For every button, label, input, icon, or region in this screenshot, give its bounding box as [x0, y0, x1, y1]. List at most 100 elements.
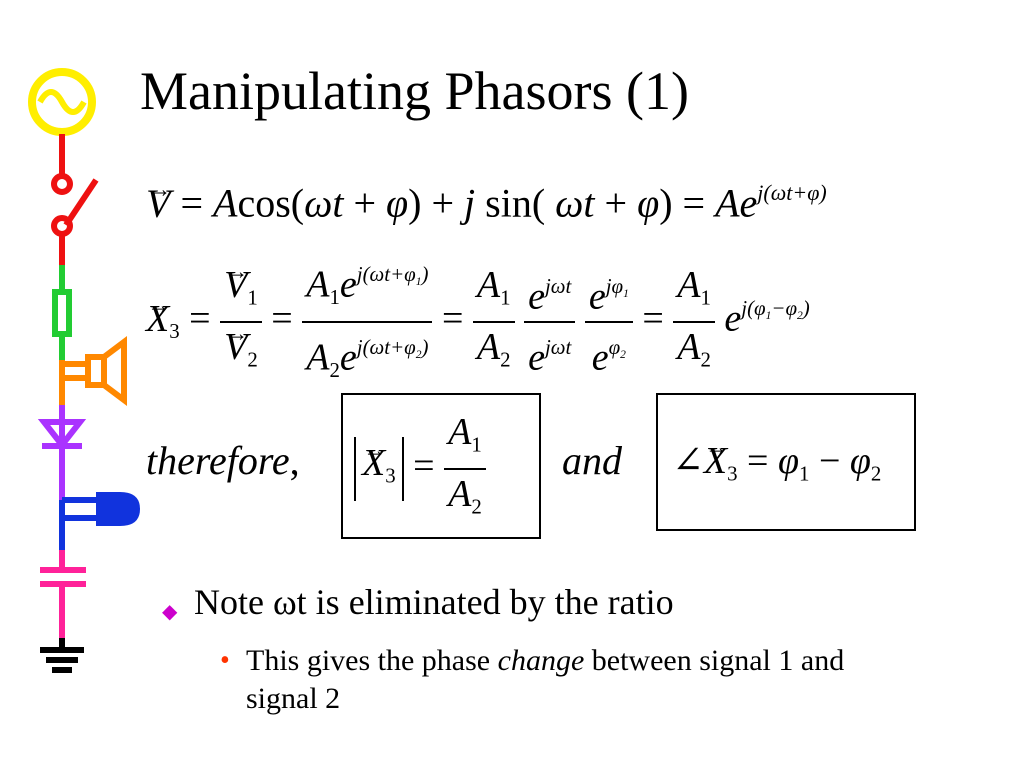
equals-2: =	[271, 297, 293, 340]
mag-x3: X	[362, 441, 385, 485]
plus-sign-2: +	[604, 180, 628, 226]
bullet-level-2-post: between signal 1 and signal 2	[246, 644, 845, 715]
vector-v2: V	[224, 325, 247, 369]
bullet-level-2-pre: This gives the phase	[246, 644, 498, 677]
a2-c: A	[677, 325, 701, 368]
e-base: e	[339, 263, 357, 306]
exp-final-sub2: 2	[797, 310, 803, 323]
exp-num-close: )	[421, 262, 429, 286]
phase-x3: X	[704, 436, 727, 486]
exponent-j-wt-phi: j(ωt+φ)	[757, 180, 827, 205]
equals-4: =	[642, 297, 664, 340]
fraction-ephi: ejφ1 eφ2	[584, 264, 633, 379]
exp-jwt-num: jωt	[544, 274, 572, 299]
a1-c-sub: 1	[700, 284, 711, 309]
plus-j: +	[431, 180, 465, 226]
a2: A	[306, 336, 330, 379]
bullet-level-1-text: Note ωt is eliminated by the ratio	[194, 582, 674, 622]
vector-v: V	[146, 179, 170, 229]
a2-b: A	[476, 325, 501, 368]
e-jphi1: e	[588, 275, 606, 318]
phase-equals: =	[747, 440, 769, 482]
a1-b: A	[476, 263, 501, 306]
mag-fraction: A1 A2	[444, 410, 486, 529]
mag-x3-sub: 3	[385, 463, 396, 488]
resistor-icon	[52, 265, 72, 360]
diamond-bullet-icon: ◆	[162, 601, 178, 623]
ae-term: Ae	[715, 180, 758, 226]
speaker-icon	[59, 336, 127, 406]
e-phi2: e	[591, 336, 609, 379]
phase-phi2-sub: 2	[870, 461, 882, 486]
phi: φ	[386, 180, 409, 226]
cos-function: cos(	[237, 180, 305, 226]
fraction-exponentials: A1ej(ωt+φ1) A2ej(ωt+φ2)	[302, 252, 433, 392]
a2-c-sub: 2	[700, 347, 711, 372]
equals-3: =	[441, 297, 464, 340]
mag-a2-sub: 2	[471, 494, 482, 519]
bullet-level-2-emphasis: change	[497, 644, 585, 677]
bullet-level-2: • This gives the phase change between si…	[220, 642, 886, 718]
magnitude-equation: X3 = A1 A2	[354, 410, 486, 529]
exp-jphi1-sub: 1	[623, 288, 629, 301]
exp-num-sub: 1	[415, 276, 422, 289]
mag-a1-sub: 1	[471, 432, 482, 457]
phase-minus: −	[818, 440, 841, 482]
mag-a1: A	[448, 411, 472, 453]
phase-result-box	[656, 393, 916, 531]
diode-icon	[37, 405, 87, 500]
x3-subscript: 3	[169, 319, 180, 344]
exp-final-sub1: 1	[765, 310, 772, 323]
phase-phi1: φ	[777, 440, 799, 482]
plus-sign: +	[353, 180, 376, 226]
imaginary-j: j	[464, 180, 476, 226]
fraction-a1-a2: A1 A2	[472, 263, 515, 382]
fraction-a1-a2-final: A1 A2	[673, 263, 715, 382]
exp-jphi1: jφ	[605, 274, 624, 299]
phase-x3-sub: 3	[727, 461, 738, 486]
bullet-level-1: ◆ Note ωt is eliminated by the ratio	[162, 580, 674, 624]
switch-icon	[51, 134, 99, 265]
equals-sign: =	[180, 180, 203, 226]
fraction-v1-v2: V1 V2	[220, 263, 262, 382]
a1-b-sub: 1	[500, 284, 511, 309]
magnitude-result-box	[341, 393, 541, 539]
exp-final-close: )	[802, 296, 810, 321]
angle-symbol: ∠	[672, 440, 704, 482]
phase-phi1-sub: 1	[798, 461, 810, 486]
mag-equals: =	[413, 445, 435, 488]
slide-title: Manipulating Phasors (1)	[140, 61, 689, 121]
exp-final-mid: −φ	[771, 296, 798, 321]
close-paren-2: )	[659, 180, 673, 226]
capacitor-icon	[40, 550, 86, 640]
e-jwt-den: e	[528, 336, 545, 379]
exp-den-close: )	[421, 334, 429, 359]
therefore-comma: ,	[289, 438, 300, 483]
omega-t: ωt	[304, 180, 344, 226]
close-paren: )	[408, 180, 422, 226]
e-final: e	[724, 297, 742, 340]
therefore-word: therefore	[146, 438, 290, 483]
equation-ratio: X3 = V1 V2 = A1ej(ωt+φ1) A2ej(ωt+φ2) = A…	[146, 252, 810, 392]
ground-icon	[40, 638, 84, 673]
a1-subscript: 1	[329, 284, 340, 309]
circuit-decoration	[28, 68, 140, 673]
phase-phi2: φ	[849, 440, 871, 482]
exp-den-sub: 2	[415, 349, 422, 361]
exp-phi2: φ	[608, 334, 621, 359]
omega-t-2: ωt	[555, 180, 595, 226]
sin-function: sin(	[485, 180, 546, 226]
mag-a2: A	[448, 473, 472, 516]
sine-source-icon	[28, 68, 96, 136]
v1-subscript: 1	[247, 284, 258, 309]
exp-jwt-den: jωt	[544, 334, 572, 359]
e-base-den: e	[339, 336, 357, 379]
phase-equation: ∠X3 = φ1 − φ2	[672, 436, 881, 498]
equation-phasor-definition: V = Acos(ωt + φ) + j sin( ωt + φ) = Aej(…	[146, 168, 827, 229]
exp-phi2-sub: 2	[620, 349, 626, 361]
vector-x3: X	[146, 297, 169, 341]
phi-2: φ	[637, 180, 660, 226]
exp-num: j(ωt+φ	[356, 262, 416, 286]
vector-v1: V	[224, 263, 247, 307]
a2-b-sub: 2	[500, 347, 511, 372]
